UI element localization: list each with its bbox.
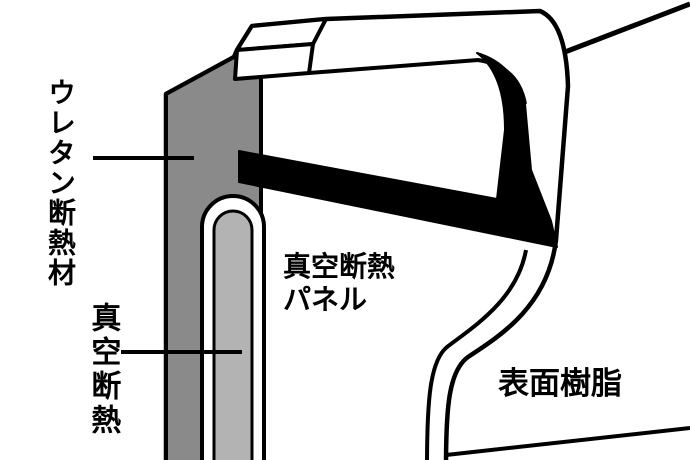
- label-urethane-insulation: ウレタン断熱材: [44, 78, 78, 288]
- resin-bottom-edge: [445, 426, 690, 457]
- flange-front-face: [233, 42, 315, 81]
- label-surface-resin: 表面樹脂: [498, 366, 622, 402]
- label-vacuum-insulation-panel: 真空断熱 パネル: [283, 250, 396, 317]
- vacuum-tube-core: [212, 209, 254, 460]
- top-edge-extension: [564, 1, 690, 55]
- outer-shell: [163, 8, 571, 460]
- surface-resin-inner-edge: [425, 249, 528, 460]
- vacuum-panel-band: [238, 52, 558, 248]
- label-vacuum-insulation: 真空断熱: [85, 302, 121, 438]
